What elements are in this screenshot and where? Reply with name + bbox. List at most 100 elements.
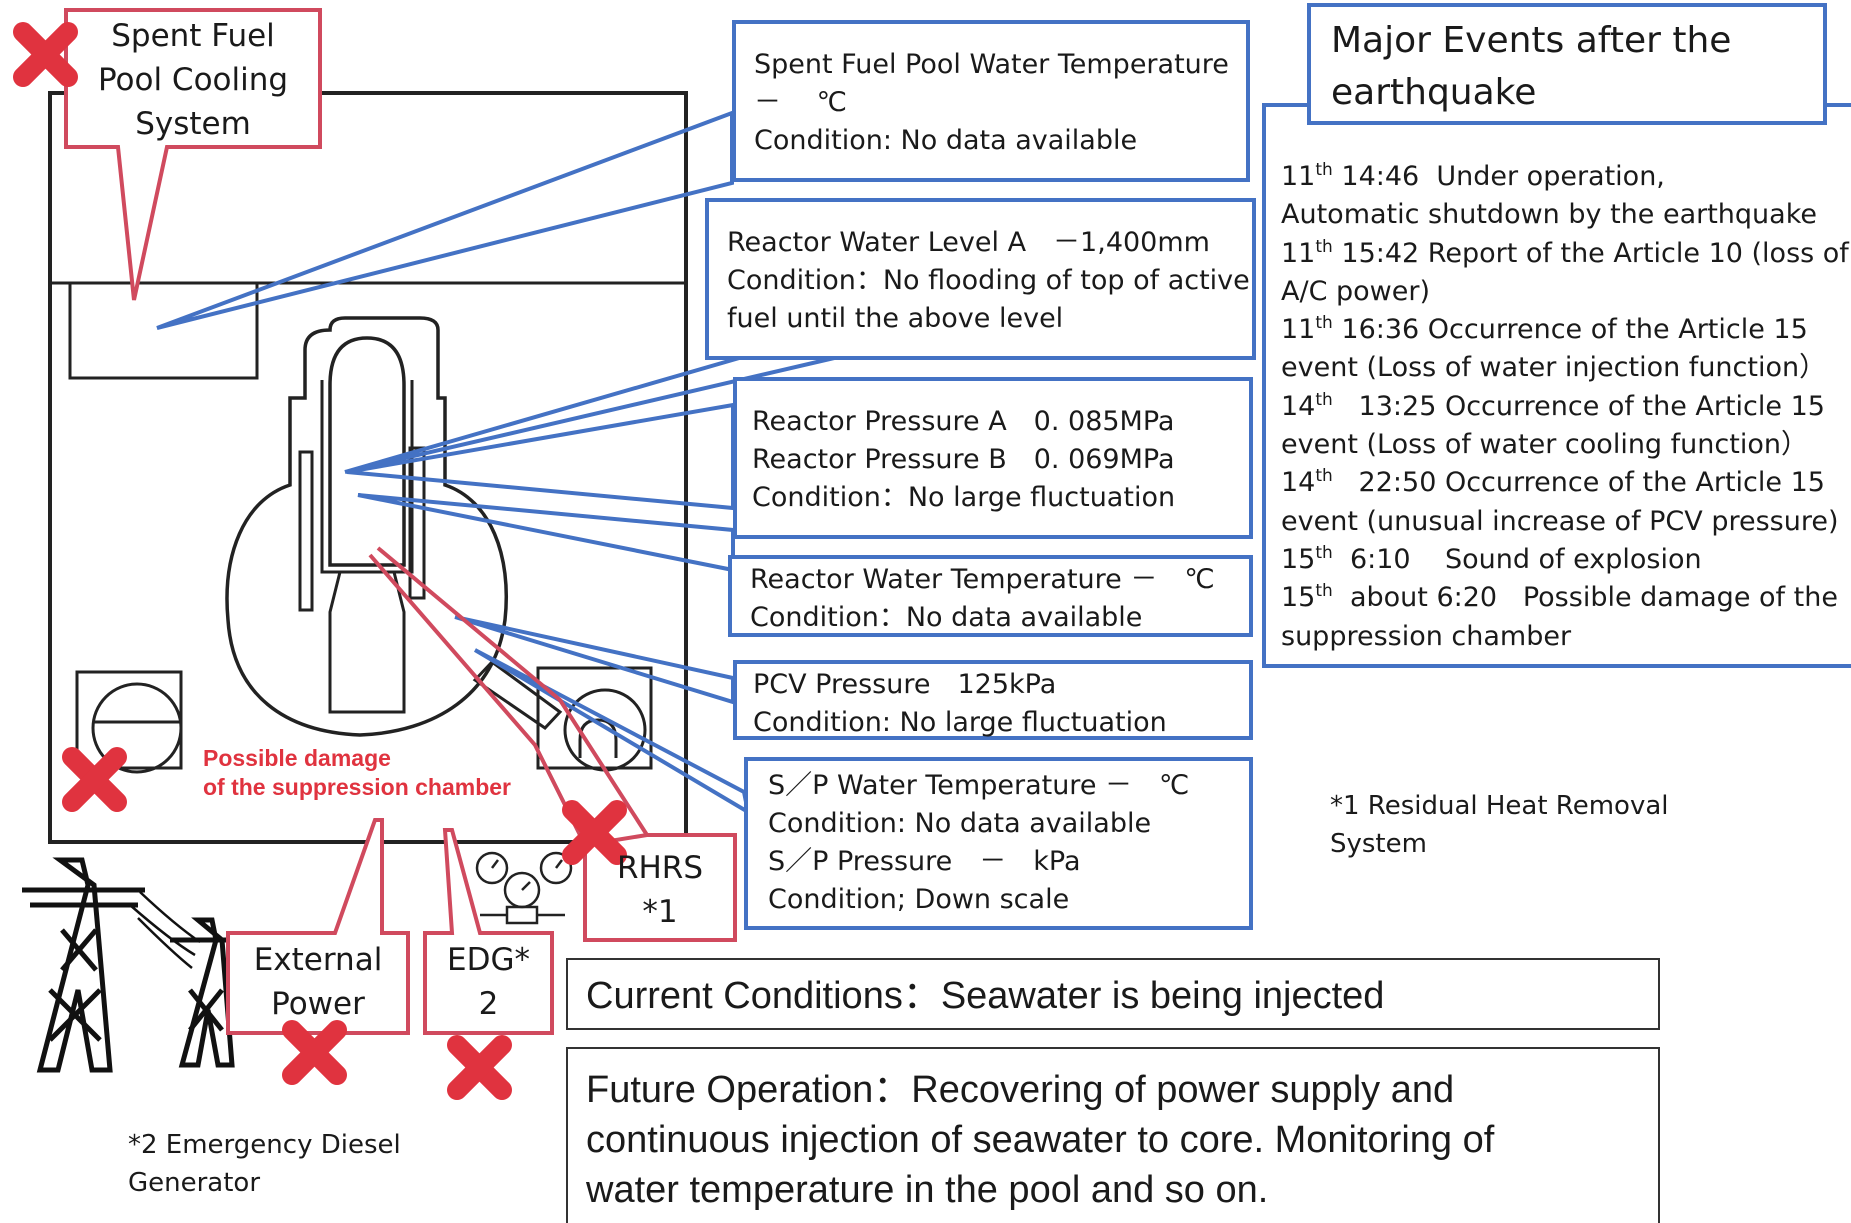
rhrs-footnote: *1 Residual Heat Removal System	[1330, 787, 1668, 863]
param-line: Condition：No data available	[750, 602, 1143, 633]
edg-footnote: *2 Emergency Diesel Generator	[128, 1126, 401, 1202]
footnote-line: System	[1330, 829, 1427, 859]
param-line: Reactor Pressure B 0. 069MPa	[752, 444, 1175, 475]
param-line: Condition: No data available	[768, 808, 1152, 839]
event-line: 11th 16:36 Occurrence of the Article 15	[1281, 311, 1849, 349]
events-title: earthquake	[1331, 72, 1537, 113]
future-operation-line: Future Operation：Recovering of power sup…	[586, 1069, 1455, 1111]
event-text: event (Loss of water injection function）	[1281, 352, 1827, 384]
event-line: A/C power)	[1281, 273, 1849, 311]
event-day: 15	[1281, 543, 1316, 575]
footnote-line: *2 Emergency Diesel	[128, 1130, 401, 1160]
callout-line: 2	[478, 986, 499, 1022]
pcv-pressure-box: PCV Pressure 125kPa Condition: No large …	[733, 660, 1253, 740]
callout-line: *1	[642, 894, 678, 930]
failure-x-marks	[13, 22, 627, 1100]
event-line: 11th 15:42 Report of the Article 10 (los…	[1281, 235, 1849, 273]
event-text: 15:42 Report of the Article 10 (loss of	[1332, 237, 1849, 269]
vessel-inner-wall	[320, 380, 414, 574]
event-sup: th	[1315, 542, 1333, 563]
event-line: event (Loss of water cooling function）	[1281, 426, 1849, 464]
current-conditions-text: Current Conditions：Seawater is being inj…	[586, 975, 1385, 1017]
event-text: A/C power)	[1281, 275, 1430, 307]
current-conditions-box: Current Conditions：Seawater is being inj…	[566, 958, 1660, 1030]
event-text: suppression chamber	[1281, 620, 1572, 652]
param-line: Condition: No large fluctuation	[753, 707, 1167, 738]
callout-line: System	[135, 106, 251, 142]
power-lines	[129, 891, 201, 969]
right-pipe	[408, 446, 426, 600]
event-sup: th	[1315, 313, 1333, 334]
param-line: fuel until the above level	[727, 303, 1064, 334]
param-line: Reactor Water Temperature － ℃	[750, 564, 1215, 595]
note-line: Possible damage	[203, 745, 391, 771]
callout-line: Pool Cooling	[97, 62, 289, 98]
param-line: PCV Pressure 125kPa	[753, 669, 1057, 700]
event-day: 11	[1281, 237, 1316, 269]
discharge-pipe	[472, 660, 563, 730]
event-text: 6:10 Sound of explosion	[1332, 543, 1702, 575]
footnote-line: Generator	[128, 1168, 261, 1198]
callout-line: Spent Fuel	[111, 18, 275, 54]
event-text: 14:46 Under operation,	[1332, 161, 1665, 192]
event-day: 14	[1281, 390, 1316, 422]
reactor-water-temp-box: Reactor Water Temperature － ℃ Condition：…	[728, 555, 1253, 637]
event-line: event (unusual increase of PCV pressure)	[1281, 503, 1849, 541]
left-pump-torus	[91, 682, 183, 774]
reactor-water-level-box: Reactor Water Level A －1,400mm Condition…	[705, 198, 1256, 360]
suppression-damage-note: Possible damage of the suppression chamb…	[203, 744, 511, 802]
x-mark-external-power	[282, 1020, 347, 1085]
spent-fuel-callout-box	[64, 8, 322, 301]
param-line: Reactor Pressure A 0. 085MPa	[752, 406, 1175, 437]
future-operation-line: continuous injection of seawater to core…	[586, 1119, 1495, 1161]
event-day: 11	[1281, 314, 1316, 346]
x-mark-spent-fuel	[13, 22, 78, 87]
param-value: － ℃	[754, 87, 847, 118]
event-text: 13:25 Occurrence of the Article 15	[1332, 390, 1825, 422]
events-list: 11th 14:46 Under operation, Automatic sh…	[1281, 158, 1849, 656]
major-events-panel	[1262, 103, 1851, 668]
event-line: Automatic shutdown by the earthquake	[1281, 196, 1849, 234]
event-sup: th	[1315, 389, 1333, 410]
future-operation-box: Future Operation：Recovering of power sup…	[566, 1047, 1660, 1223]
event-line: event (Loss of water injection function）	[1281, 349, 1849, 387]
event-text: event (unusual increase of PCV pressure)	[1281, 505, 1839, 537]
event-day: 11	[1281, 161, 1316, 192]
containment-vessel	[225, 316, 508, 737]
event-text: Automatic shutdown by the earthquake	[1281, 199, 1817, 231]
footnote-line: *1 Residual Heat Removal	[1330, 791, 1669, 821]
pressure-gauges	[475, 851, 573, 925]
param-condition: Condition: No data available	[754, 125, 1138, 156]
event-line: 11th 14:46 Under operation,	[1281, 158, 1849, 196]
edg-label: EDG* 2	[425, 938, 552, 1026]
param-line: S／P Water Temperature － ℃	[768, 770, 1190, 801]
param-line: Reactor Water Level A －1,400mm	[727, 227, 1210, 258]
x-mark-rhrs	[562, 800, 627, 865]
x-mark-edg	[447, 1035, 512, 1100]
spent-fuel-pool-temp-box: Spent Fuel Pool Water Temperature － ℃ Co…	[732, 20, 1250, 182]
callout-line: RHRS	[616, 850, 704, 886]
callout-line: Power	[271, 986, 365, 1022]
event-day: 14	[1281, 467, 1316, 499]
reactor-pressure-box: Reactor Pressure A 0. 085MPa Reactor Pre…	[733, 377, 1253, 539]
major-events-title-box: Major Events after the earthquake	[1307, 3, 1827, 125]
event-text: about 6:20 Possible damage of the	[1332, 582, 1838, 614]
transmission-tower-left	[22, 857, 145, 1073]
callout-line: External	[253, 942, 383, 978]
param-title: Spent Fuel Pool Water Temperature	[754, 49, 1229, 80]
event-line: suppression chamber	[1281, 618, 1849, 656]
callout-line: EDG*	[447, 942, 530, 978]
sp-box: S／P Water Temperature － ℃ Condition: No …	[744, 757, 1253, 930]
event-text: event (Loss of water cooling function）	[1281, 429, 1808, 461]
event-text: 16:36 Occurrence of the Article 15	[1332, 314, 1808, 346]
edg-callout-box	[423, 828, 554, 1035]
rhrs-label: RHRS *1	[600, 846, 720, 934]
event-line: 14th 22:50 Occurrence of the Article 15	[1281, 464, 1849, 502]
param-line: Condition：No flooding of top of active	[727, 265, 1250, 296]
spent-fuel-pool	[68, 283, 259, 380]
param-line: Condition; Down scale	[768, 884, 1070, 915]
event-text: 22:50 Occurrence of the Article 15	[1332, 467, 1825, 499]
future-operation-line: water temperature in the pool and so on.	[586, 1169, 1269, 1211]
event-sup: th	[1315, 160, 1333, 180]
param-line: Condition：No large fluctuation	[752, 482, 1176, 513]
